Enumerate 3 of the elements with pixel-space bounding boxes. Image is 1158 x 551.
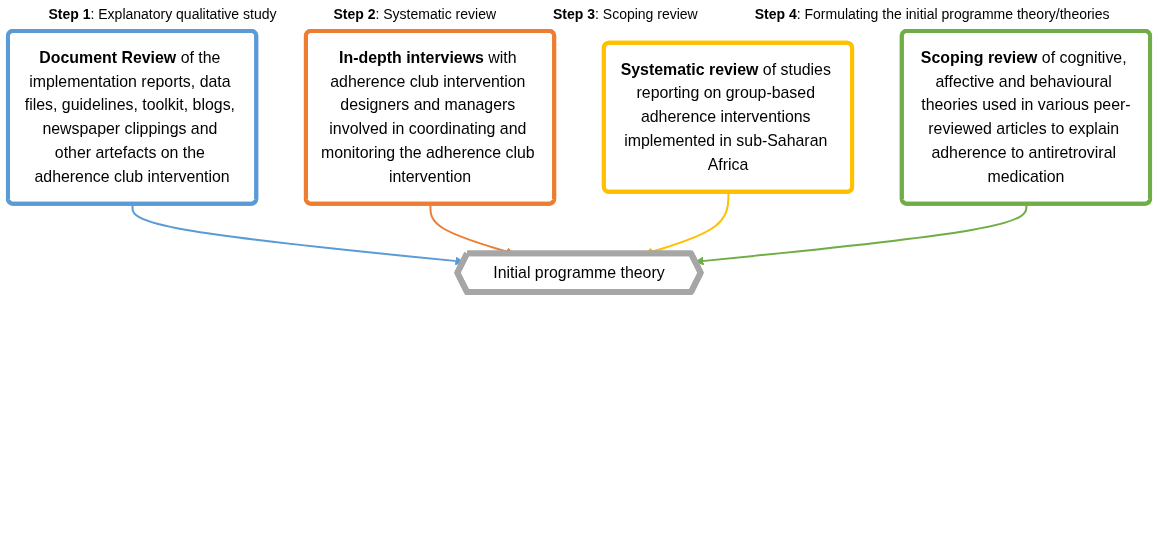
step-label: Step 1: Explanatory qualitative study: [48, 6, 277, 22]
step-label: Step 4: Formulating the initial programme theory/theories: [754, 6, 1110, 22]
step-label: Step 3: Scoping review: [553, 6, 698, 22]
